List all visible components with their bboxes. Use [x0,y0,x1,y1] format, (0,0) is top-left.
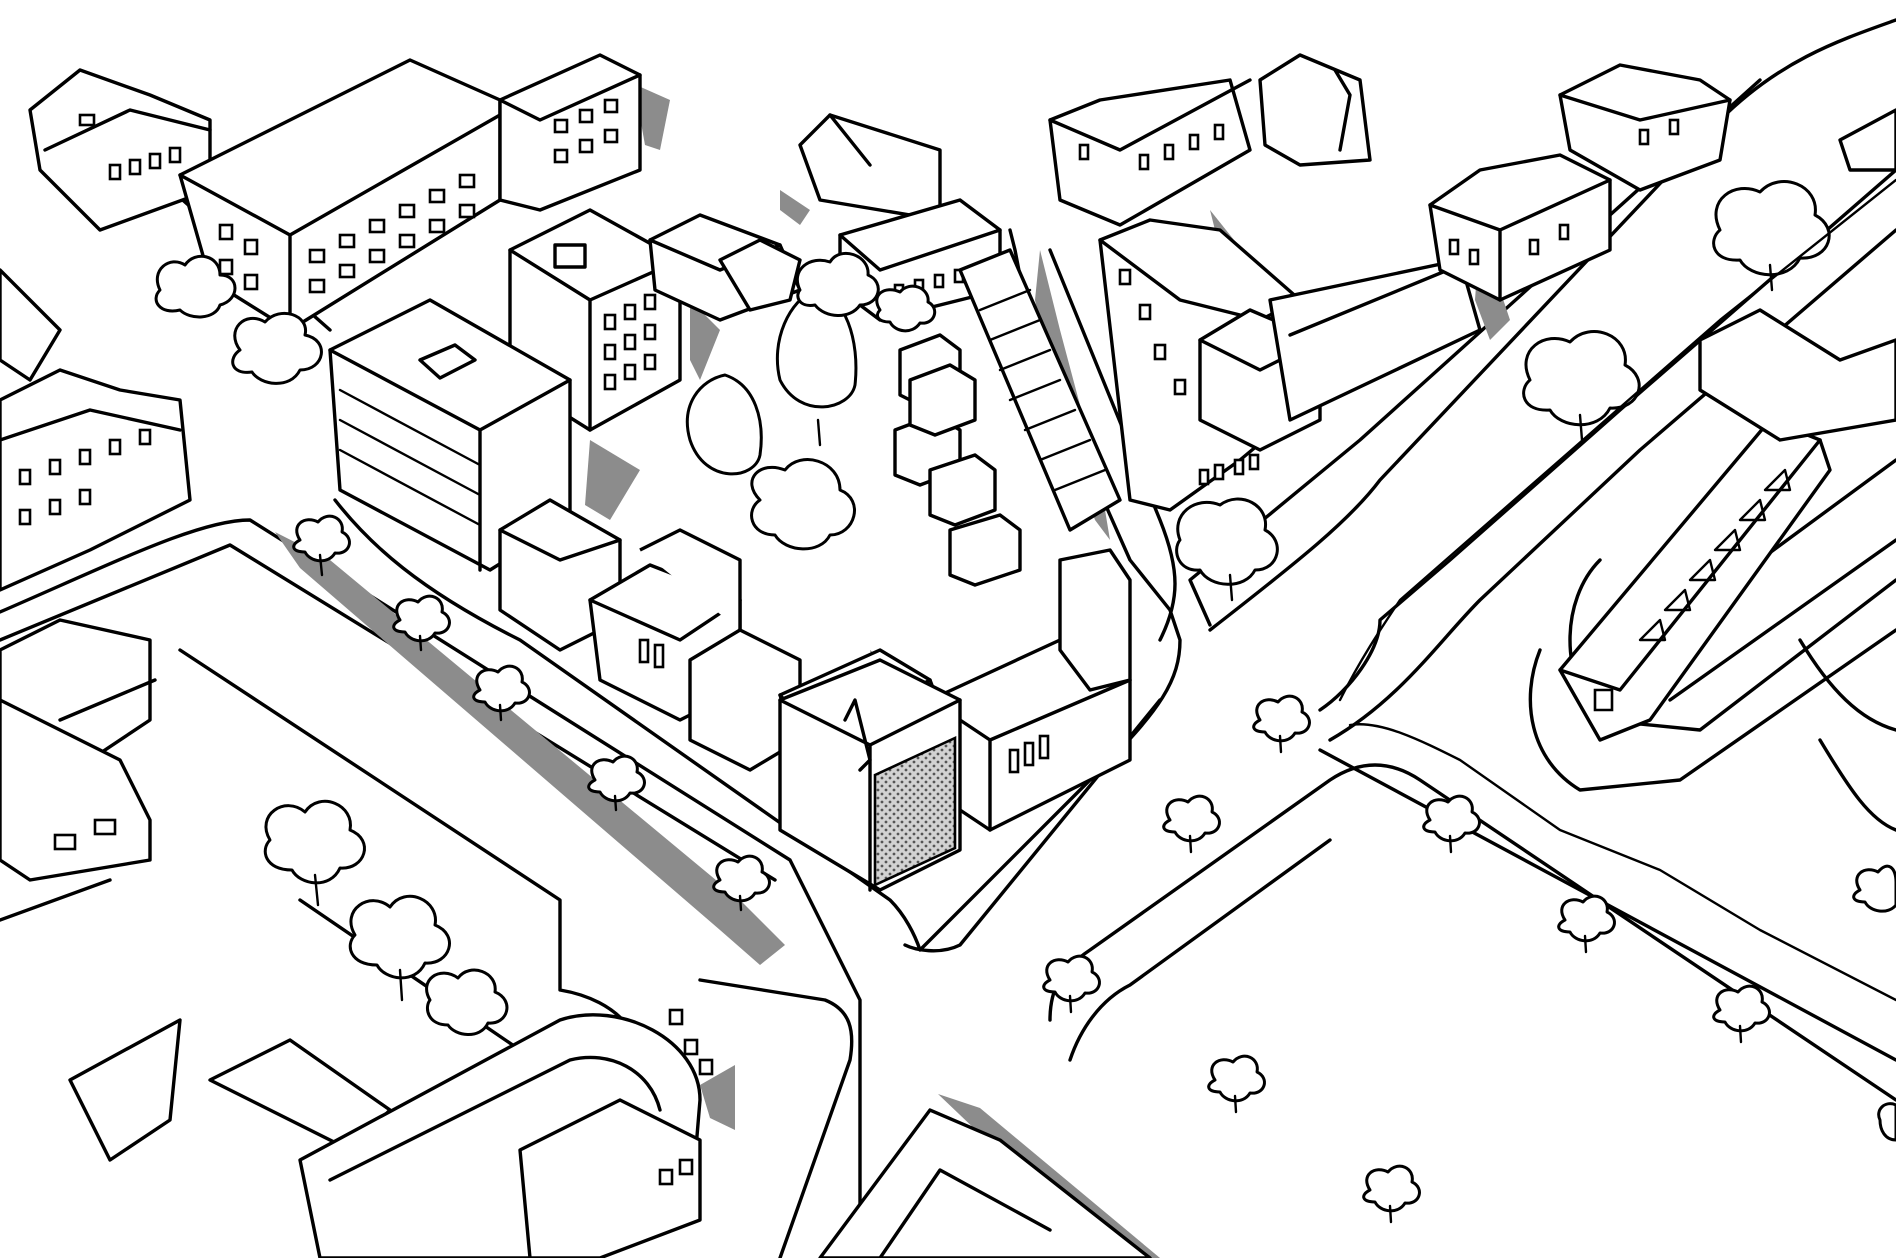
building-terrace-top-right-centre [1048,53,1372,227]
tree [795,251,880,317]
building-house-left-edge [0,268,62,382]
building-courtyard-block-lower-left [68,648,714,1258]
tree [154,254,237,319]
building-slab-block-centre-left [328,298,572,572]
tree [712,854,771,912]
tree [587,754,646,812]
building-pitched-houses-top-centre [648,113,942,322]
tree [1362,1164,1421,1224]
perforated-facade [873,735,957,888]
tree [263,799,366,907]
building-L-block-right-centre [1098,218,1482,512]
office-windows [218,173,476,294]
hedge [1338,178,1896,702]
building-villa-top-right [1428,153,1612,302]
tree [1042,954,1101,1014]
tree [685,373,763,476]
tree [875,284,937,333]
tree [1522,330,1641,442]
building-lower-centre-bottom [818,1108,1152,1258]
tree [1712,180,1831,292]
tree [425,968,509,1036]
tree [1852,864,1896,913]
building-lshape-lower-left [0,618,157,882]
tree [1712,984,1771,1044]
tree [1175,497,1279,602]
tree [472,664,531,722]
tree [392,594,451,652]
building-apartment-top-centre [498,53,642,212]
trees [154,178,1896,1224]
tree [1422,794,1481,854]
building-top-left-house [28,68,212,232]
tree [750,458,856,551]
building-villa-far-top-right [1558,63,1732,192]
tree [775,288,858,447]
building-terrace-middle [958,248,1122,532]
tree [231,311,323,385]
tree [1557,894,1616,954]
tree [1207,1054,1266,1114]
building-proposed-corner-block [588,528,1132,892]
building-row-houses-far-right [1558,108,1896,742]
tree [1252,694,1311,754]
tree [348,894,451,1002]
hedge [1348,723,1896,1002]
building-row-left-edge [0,368,192,592]
tree [1877,1102,1896,1142]
building-courtyard-small-blocks [893,333,1022,587]
tree [1162,794,1221,854]
tree [292,514,351,577]
